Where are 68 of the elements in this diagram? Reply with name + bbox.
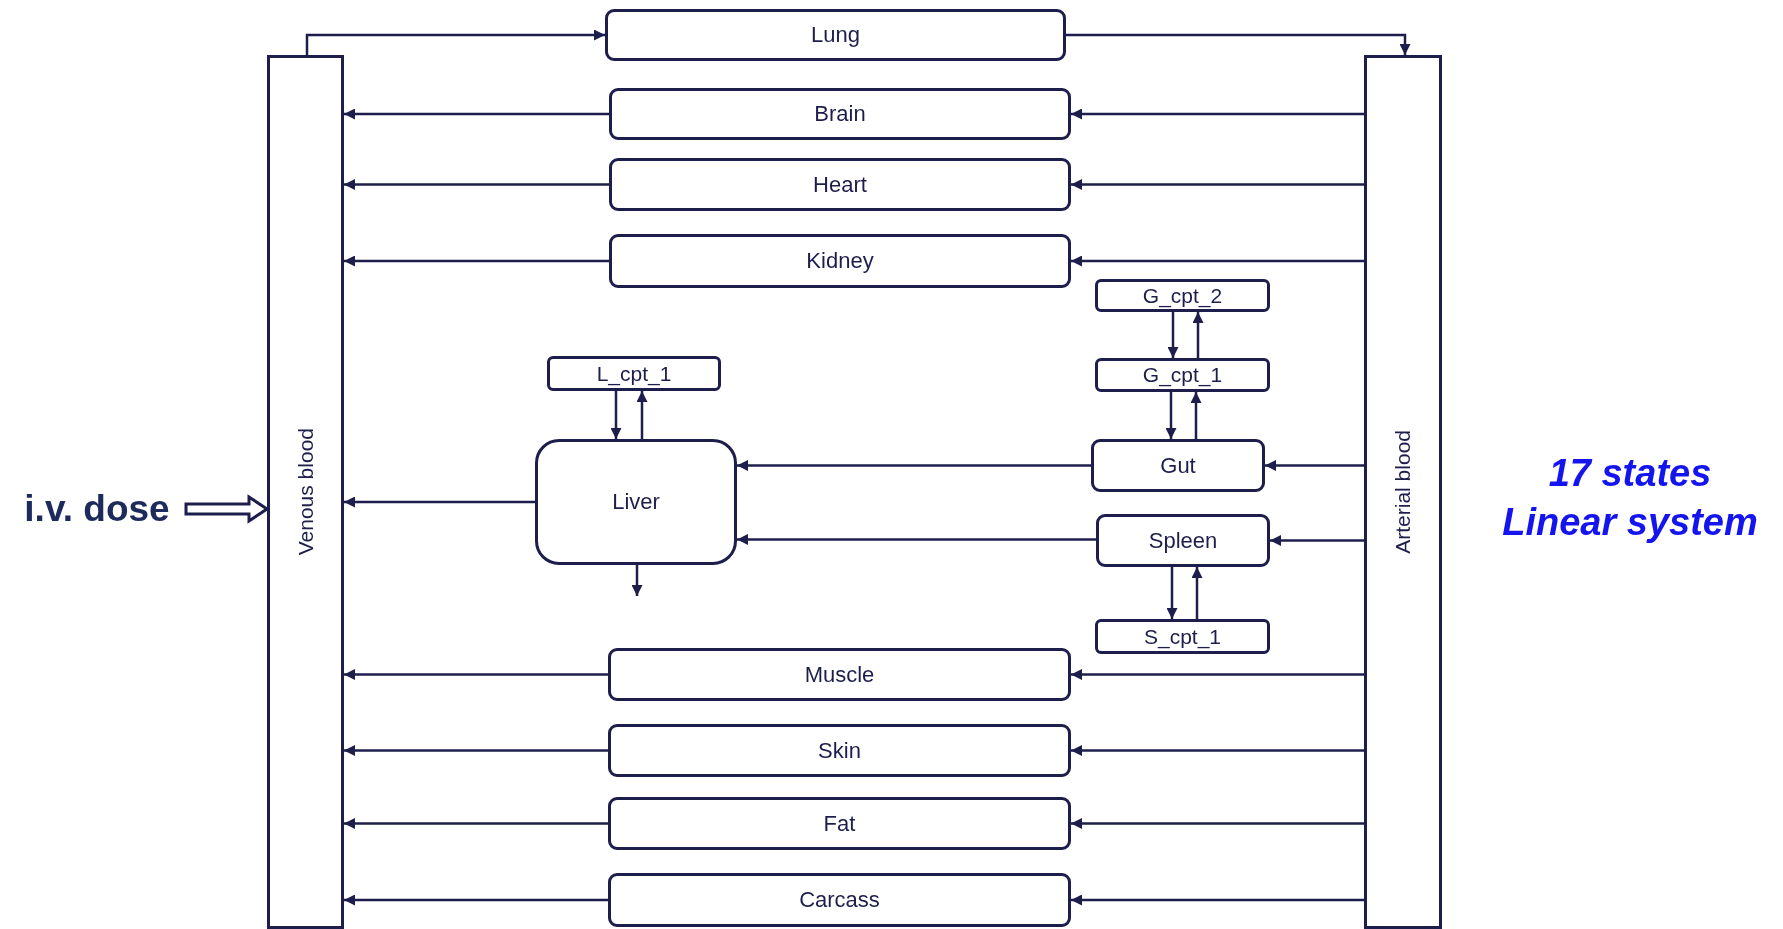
- compartment-label: Brain: [814, 101, 866, 127]
- arrow: [1265, 460, 1364, 471]
- compartment-box: [609, 234, 1071, 288]
- arrow: [1066, 33, 1411, 55]
- compartment-box: [608, 797, 1071, 850]
- compartment-label: Kidney: [806, 248, 874, 274]
- arrow: [737, 460, 1091, 471]
- arrow: [344, 669, 608, 680]
- compartment-box: [1091, 439, 1265, 492]
- compartment-label: Gut: [1160, 452, 1196, 479]
- arrow: [1190, 392, 1202, 439]
- compartment-label: G_cpt_2: [1142, 283, 1223, 308]
- compartment-label: Liver: [612, 489, 660, 515]
- compartment-label: Arterial blood: [1391, 430, 1415, 554]
- compartment-label: L_cpt_1: [596, 361, 672, 386]
- compartment-label: Lung: [811, 22, 860, 48]
- arrow: [1071, 818, 1364, 829]
- hollow-arrow: [184, 494, 270, 524]
- arrow: [636, 391, 648, 439]
- blood-compartment-bar: [267, 55, 344, 929]
- arrow: [1192, 312, 1204, 358]
- arrow: [1270, 535, 1364, 546]
- arrow: [1071, 745, 1364, 756]
- arrow: [1071, 255, 1364, 267]
- note-text: Linear system: [1502, 501, 1758, 544]
- compartment-box: [547, 356, 721, 391]
- arrow: [1166, 567, 1178, 619]
- compartment-box: [535, 439, 737, 565]
- arrow: [610, 391, 622, 439]
- compartment-label: Skin: [818, 737, 861, 764]
- compartment-box: [1095, 619, 1270, 654]
- arrow: [1071, 179, 1364, 190]
- arrow: [344, 894, 608, 906]
- compartment-label: Muscle: [804, 661, 875, 688]
- arrow: [1191, 567, 1203, 619]
- arrow: [1167, 312, 1179, 358]
- arrow: [344, 745, 608, 756]
- arrow: [631, 565, 643, 596]
- compartment-label: Spleen: [1148, 527, 1218, 554]
- note-text: 17 states: [1548, 452, 1712, 495]
- arrow: [1165, 392, 1177, 439]
- compartment-box: [609, 88, 1071, 140]
- arrow: [737, 534, 1096, 545]
- dose-label: i.v. dose: [24, 488, 170, 530]
- arrow: [1071, 669, 1364, 680]
- compartment-label: Heart: [813, 171, 867, 198]
- compartment-label: Fat: [823, 810, 856, 837]
- compartment-box: [608, 724, 1071, 777]
- arrow: [344, 108, 609, 120]
- compartment-label: S_cpt_1: [1143, 624, 1222, 649]
- arrow: [344, 179, 609, 190]
- compartment-box: [608, 873, 1071, 927]
- compartment-box: [1096, 514, 1270, 567]
- arrow: [1071, 894, 1364, 906]
- compartment-label: G_cpt_1: [1142, 363, 1223, 387]
- arrow: [1071, 108, 1364, 120]
- compartment-label: Carcass: [799, 887, 880, 913]
- compartment-box: [608, 648, 1071, 701]
- arrow: [344, 255, 609, 267]
- compartment-box: [1095, 358, 1270, 392]
- arrow: [305, 29, 605, 55]
- blood-compartment-bar: [1364, 55, 1442, 929]
- compartment-box: [605, 9, 1066, 61]
- arrow: [344, 818, 608, 829]
- compartment-box: [609, 158, 1071, 211]
- compartment-label: Venous blood: [293, 428, 318, 556]
- compartment-box: [1095, 279, 1270, 312]
- arrow: [344, 496, 535, 508]
